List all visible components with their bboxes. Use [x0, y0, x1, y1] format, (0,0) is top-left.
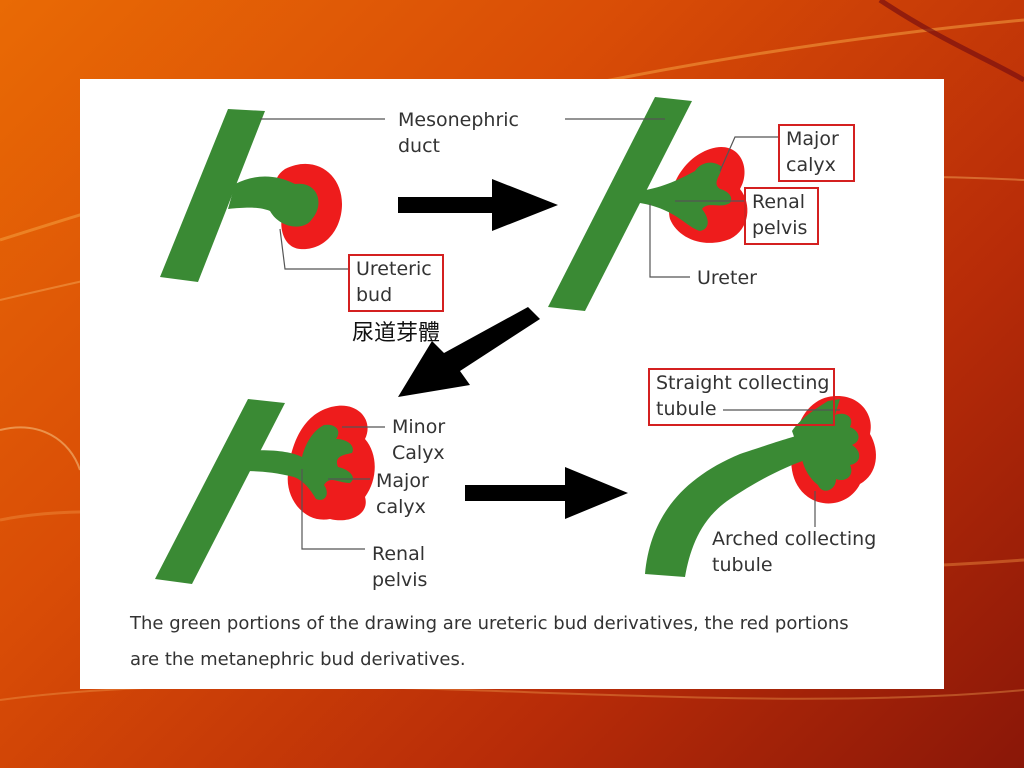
label-ureter: Ureter [697, 267, 757, 289]
label-line: calyx [376, 496, 426, 518]
label-line: tubule [656, 398, 717, 420]
label-line: bud [356, 284, 393, 306]
stage-1-green-duct [160, 109, 265, 282]
leader-renal-pelvis-2 [301, 469, 365, 550]
stage-2-green-duct [548, 97, 692, 311]
label-line: Arched collecting [712, 528, 877, 550]
label-line: Ureteric [356, 258, 432, 280]
arrow-1-right [398, 179, 558, 231]
label-line: calyx [786, 154, 836, 176]
stage-2-drawing [548, 97, 778, 311]
label-renal-pelvis-1: Renal pelvis [744, 187, 820, 245]
label-line: Major [376, 470, 429, 492]
stage-4-drawing [645, 396, 876, 577]
label-ureteric-bud: Ureteric bud [348, 254, 444, 312]
stage-4-green-ureter-curve [645, 435, 808, 577]
stage-4-green-tubules [792, 399, 860, 491]
label-line: Straight collecting [656, 372, 830, 394]
label-line: duct [398, 135, 440, 157]
stage-3-green-pelvis [238, 424, 353, 500]
label-line: Renal [372, 543, 426, 565]
diagram-caption: The green portions of the drawing are ur… [130, 606, 930, 678]
leader-major-calyx-1 [719, 136, 778, 172]
label-line: pelvis [752, 217, 808, 239]
stage-1-drawing [160, 109, 385, 282]
stage-3-green-duct [155, 399, 285, 584]
label-line: Renal [752, 191, 806, 213]
label-line: tubule [712, 554, 773, 576]
arrow-2-diagonal [398, 307, 540, 397]
kidney-development-diagram [155, 97, 876, 584]
leader-ureter [649, 204, 690, 278]
label-arched-collecting-tubule: Arched collecting tubule [712, 526, 876, 578]
label-renal-pelvis-2: Renal pelvis [372, 541, 427, 593]
label-minor-calyx: Minor Calyx [392, 414, 445, 466]
label-ureteric-bud-chinese: 尿道芽體 [352, 321, 441, 346]
caption-line: The green portions of the drawing are ur… [130, 613, 849, 634]
stage-3-drawing [155, 399, 385, 584]
stage-2-green-pelvis [640, 162, 732, 231]
label-major-calyx-2: Major calyx [376, 468, 429, 520]
leader-ureteric-bud [279, 228, 348, 270]
label-straight-collecting-tubule: Straight collecting tubule [648, 368, 836, 426]
label-major-calyx-1: Major calyx [778, 124, 855, 182]
diagram-panel: Mesonephric duct Ureteric bud 尿道芽體 Major… [80, 79, 944, 689]
arrow-3-right [465, 467, 628, 519]
label-line: Mesonephric [398, 109, 519, 131]
label-line: Calyx [392, 442, 445, 464]
caption-line: are the metanephric bud derivatives. [130, 649, 466, 670]
label-line: Major [786, 128, 839, 150]
label-line: Minor [392, 416, 446, 438]
stage-1-green-bud [228, 176, 319, 227]
label-line: pelvis [372, 569, 428, 591]
label-mesonephric-duct: Mesonephric duct [398, 107, 519, 159]
